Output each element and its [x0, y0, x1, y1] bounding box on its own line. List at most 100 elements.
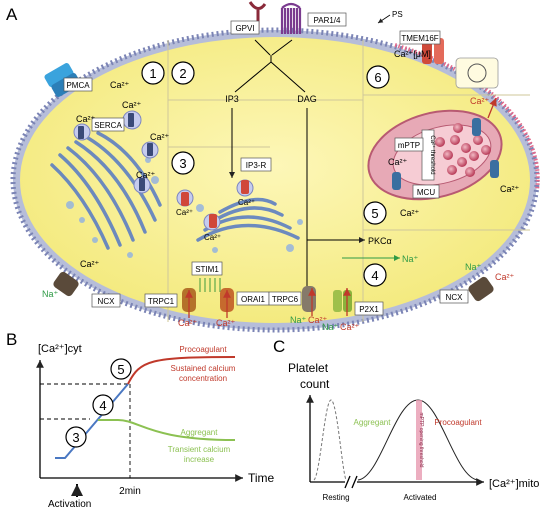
resting-label: Resting	[322, 493, 349, 502]
panel-c-y-axis-label-2: count	[300, 377, 330, 391]
region-dividers	[167, 40, 530, 322]
ca-ion-ip3r-1: Ca²⁺	[176, 208, 193, 217]
trpc6-label-box	[268, 291, 302, 306]
panel-c-procoagulant: Procoagulant	[434, 418, 482, 427]
aggregant-curve	[98, 419, 236, 441]
tmem-ca-label: Ca²⁺[μM]	[394, 49, 431, 59]
mito-matrix-granules	[435, 123, 491, 177]
mcu-channel	[392, 172, 401, 190]
pmca-label-box	[63, 77, 93, 92]
serca-label-box	[91, 117, 125, 132]
vesicles-center	[196, 204, 303, 253]
panel-c-x-axis-label: [Ca²⁺]mito	[489, 478, 539, 490]
panel-b-step-5: 5	[110, 358, 132, 380]
granule-pumps	[78, 113, 153, 191]
scramble-cycle-icon	[467, 63, 487, 83]
trpc6-channel	[302, 286, 316, 312]
ca-ion-mito-left: Ca²⁺	[388, 157, 408, 167]
svg-text:2: 2	[179, 66, 186, 81]
panel-c-aggregant: Aggregant	[354, 418, 392, 427]
svg-text:4: 4	[371, 268, 378, 283]
mito-channel-top	[472, 118, 481, 136]
pkc-label: PKCα	[368, 236, 392, 246]
serca-label: SERCA	[94, 121, 122, 130]
ca-ion-ncx-right: Ca²⁺	[495, 272, 515, 282]
granule-channels	[181, 180, 249, 228]
mptp-label-box	[394, 137, 424, 152]
panel-b-guides	[40, 383, 131, 478]
ncx-right-label: NCX	[446, 293, 464, 302]
er-stacks-center	[196, 197, 300, 242]
aggreg-sub-2: increase	[184, 455, 215, 464]
activation-label: Activation	[48, 499, 91, 510]
na-ion-p2x1-in: Na⁺	[402, 254, 419, 264]
svg-text:6: 6	[374, 70, 381, 85]
procoag-title: Procoagulant	[179, 345, 227, 354]
ca-ion-ip3r-2: Ca²⁺	[204, 233, 221, 242]
panel-c-label: C	[273, 337, 285, 356]
p2x1-label: P2X1	[359, 305, 379, 314]
threshold-band-label: mPTP opening threshold	[418, 413, 424, 468]
ca-ion-serca-2: Ca²⁺	[76, 114, 96, 124]
na-ion-ncx-right: Na⁺	[465, 262, 482, 272]
ip3r-label-box	[240, 157, 272, 172]
trpc1-label-box	[144, 293, 178, 308]
ncx-left-exchanger	[53, 271, 79, 297]
svg-text:5: 5	[371, 206, 378, 221]
activated-label: Activated	[404, 493, 437, 502]
stim1-bridges	[199, 278, 221, 292]
ca-ion-ip3r-3: Ca²⁺	[238, 198, 255, 207]
ca-ion-ncx-left: Ca²⁺	[80, 259, 100, 269]
panel-b-step-4: 4	[92, 394, 114, 416]
par-label-box	[307, 12, 347, 27]
panel-b-y-axis-label: [Ca²⁺]cyt	[38, 343, 82, 355]
ca-ion-mcu: Ca²⁺	[400, 208, 420, 218]
step-4: 4	[363, 263, 387, 287]
mito-efflux-arrow	[487, 97, 497, 119]
ca-ion-pmca: Ca²⁺	[110, 80, 130, 90]
orai1-label: ORAI1	[241, 295, 266, 304]
step-5: 5	[363, 201, 387, 225]
ca-ion-serca-1: Ca²⁺	[122, 100, 142, 110]
na-ion-trpc6: Na⁺	[290, 315, 307, 325]
mptp-threshold-band	[416, 400, 422, 480]
trpc6-label: TRPC6	[272, 295, 299, 304]
svg-text:5: 5	[117, 362, 124, 377]
ncx-left-label-box	[91, 293, 121, 308]
signal-branch	[234, 39, 306, 93]
stim1-label: STIM1	[195, 265, 219, 274]
pmca-label: PMCA	[66, 81, 90, 90]
er-stacks-left	[50, 131, 162, 250]
ip3r-label: IP3-R	[246, 161, 267, 170]
trpc1-label: TRPC1	[148, 297, 175, 306]
axis-break	[344, 475, 358, 489]
panel-b-x-axis-label: Time	[248, 471, 275, 485]
par-label: PAR1/4	[314, 16, 342, 25]
ca-ion-mito-right: Ca²⁺	[500, 184, 520, 194]
aggreg-title: Aggregant	[181, 428, 219, 437]
gpvi-label-box	[230, 20, 260, 35]
panel-a-label: A	[6, 5, 18, 24]
ps-label: PS	[392, 10, 403, 19]
ip3-label: IP3	[225, 94, 239, 104]
ca-ion-trpc6: Ca²⁺	[308, 315, 328, 325]
ca-ion-serca-3: Ca²⁺	[150, 132, 170, 142]
dag-label: DAG	[297, 94, 317, 104]
panel-c-y-axis-label-1: Platelet	[288, 361, 329, 375]
svg-text:3: 3	[179, 156, 186, 171]
panel-b-label: B	[6, 330, 17, 349]
ca-ion-mito-out: Ca²⁺	[470, 96, 490, 106]
step-6: 6	[366, 65, 390, 89]
mcu-label: MCU	[417, 188, 435, 197]
tmem-label-box	[399, 30, 441, 45]
ca-ion-serca-4: Ca²⁺	[136, 170, 156, 180]
tmem-label: TMEM16F	[401, 34, 438, 43]
aggreg-sub-1: Transient calcium	[168, 445, 231, 454]
gpvi-label: GPVI	[235, 24, 254, 33]
procoag-sub-1: Sustained calcium	[171, 364, 236, 373]
ca-ion-trpc1: Ca²⁺	[178, 318, 198, 328]
panel-b-step-3: 3	[65, 426, 87, 448]
tmem16f-scramblase	[422, 38, 444, 64]
stim1-label-box	[191, 261, 223, 276]
